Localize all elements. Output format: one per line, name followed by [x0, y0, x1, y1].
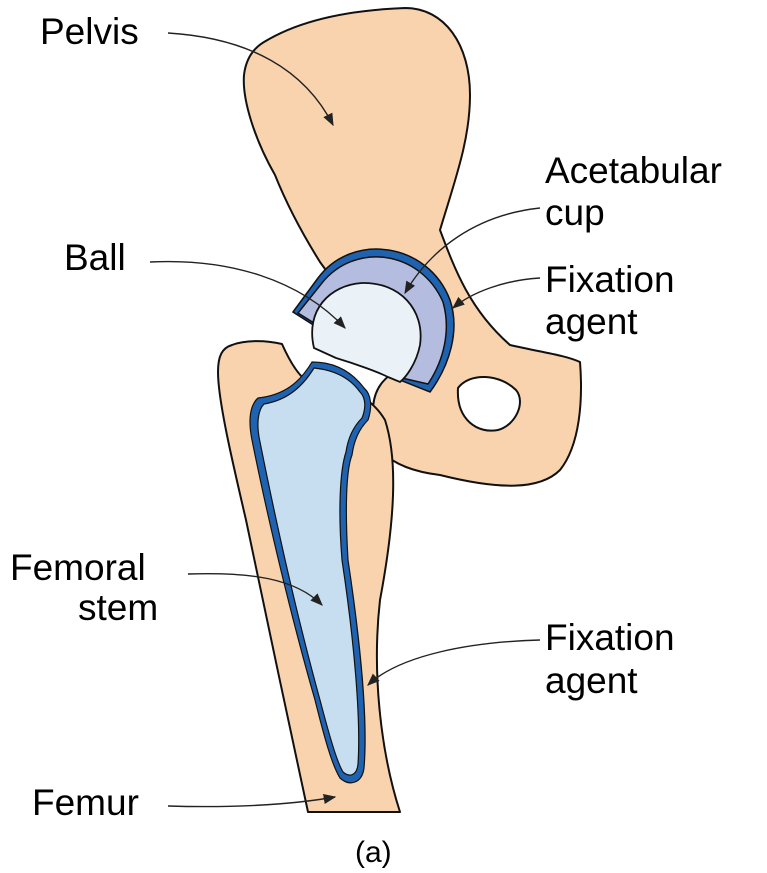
label-fixation-agent-top-line1: Fixation [545, 259, 675, 300]
label-femoral-stem-line1: Femoral [10, 547, 146, 588]
figure-caption: (a) [355, 836, 392, 869]
label-acetabular-cup-line2: cup [545, 192, 605, 233]
fixation-agent-bottom-leader [368, 640, 540, 685]
label-ball: Ball [64, 237, 126, 278]
label-pelvis: Pelvis [40, 11, 139, 52]
label-femoral-stem-line2: stem [78, 587, 158, 628]
label-acetabular-cup-line1: Acetabular [545, 150, 722, 191]
label-fixation-agent-bottom-line1: Fixation [545, 617, 675, 658]
label-femur: Femur [32, 782, 139, 823]
label-fixation-agent-top-line2: agent [545, 301, 638, 342]
label-fixation-agent-bottom-line2: agent [545, 660, 638, 701]
